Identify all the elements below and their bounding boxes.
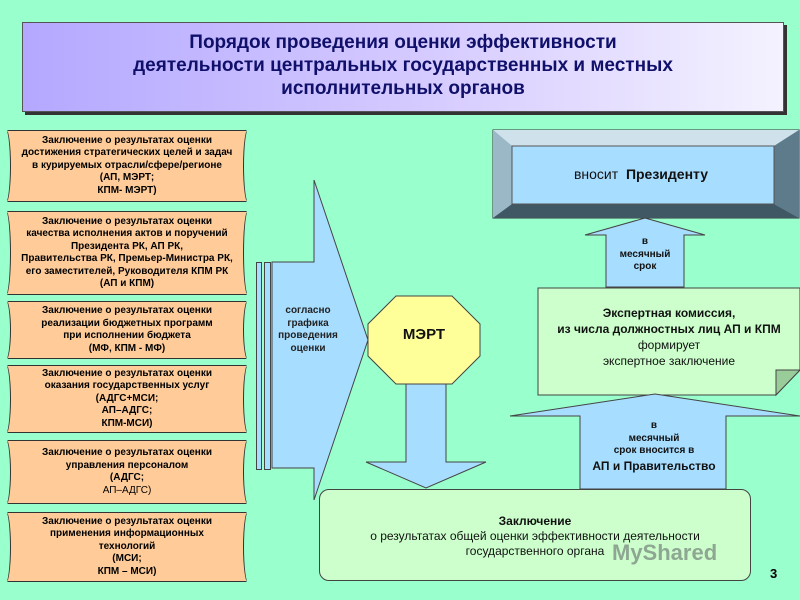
- box-text: оказания государственных услуг: [44, 380, 210, 392]
- down-arrow: [365, 381, 487, 489]
- up-arrow-top-label: в месячный срок: [619, 236, 671, 272]
- box-text: применения информационных: [50, 528, 204, 540]
- box-text: (АДГС;: [109, 472, 145, 483]
- president-bevel-top: [493, 130, 799, 146]
- general-conclusion-box: Заключение о результатах общей оценки эф…: [319, 489, 751, 581]
- title-line-2: деятельности центральных государственных…: [133, 55, 673, 76]
- arrow-stripe: [256, 262, 262, 470]
- conclusion-public-services: Заключение о результатах оценки оказания…: [0, 363, 254, 435]
- box-text: КПМ- МЭРТ): [97, 184, 157, 196]
- box-text: Заключение о результатах оценки: [42, 447, 212, 458]
- box-text: его заместителей, Руководителя КПМ РК: [25, 265, 229, 277]
- box-text: (АДГС+МСИ;: [95, 392, 159, 404]
- box-text: Заключение о результатах оценки: [42, 305, 212, 316]
- merkt-octagon: [367, 295, 481, 385]
- box-text: (МФ, КПМ - МФ): [88, 342, 166, 354]
- conclusion-acts-execution: Заключение о результатах оценки качества…: [0, 209, 254, 297]
- box-text: Правительства РК, Премьер-Министра РК,: [21, 253, 233, 264]
- conclusion-strategic-goals: Заключение о результатах оценки достижен…: [0, 128, 254, 204]
- box-text: АП–АДГС;: [101, 405, 153, 417]
- schedule-arrow-label: согласно графика проведения оценки: [278, 305, 338, 354]
- box-text: при исполнении бюджета: [63, 330, 191, 341]
- box-text: Заключение о результатах оценки: [42, 515, 212, 527]
- conclusion-personnel: Заключение о результатах оценки управлен…: [0, 438, 254, 506]
- title-line-1: Порядок проведения оценки эффективности: [189, 32, 617, 53]
- box-text: КПМ – МСИ): [97, 565, 157, 577]
- box-text: Заключение о результатах оценки: [42, 134, 212, 146]
- box-text: Заключение о результатах оценки: [42, 215, 212, 227]
- box-text: КПМ-МСИ): [101, 417, 153, 429]
- box-text: Президента РК, АП РК,: [70, 240, 184, 252]
- up-arrow-bottom-label: в месячный срок вносится в АП и Правител…: [592, 420, 716, 473]
- box-text: достижения стратегических целей и задач: [21, 147, 233, 159]
- box-text: (АП и КПМ): [99, 278, 155, 289]
- title-banner: Порядок проведения оценки эффективности …: [22, 22, 784, 112]
- title-line-3: исполнительных органов: [281, 78, 525, 99]
- page-number: 3: [770, 566, 778, 581]
- box-text: Заключение о результатах оценки: [42, 367, 212, 379]
- schedule-arrow: [271, 179, 369, 501]
- box-text: в курируемых отрасли/сфере/регионе: [32, 159, 222, 171]
- president-bevel-right: [774, 130, 799, 218]
- box-text: АП–АДГС): [102, 484, 152, 496]
- arrow-stripe: [264, 262, 271, 470]
- box-text: реализации бюджетных программ: [41, 317, 213, 329]
- merkt-label: МЭРТ: [402, 326, 446, 343]
- box-text: технологий: [98, 540, 156, 552]
- box-text: качества исполнения актов и поручений: [26, 228, 228, 239]
- watermark-logo: MyShared: [612, 540, 718, 565]
- president-bevel-bottom: [493, 204, 799, 218]
- conclusion-budget-programs: Заключение о результатах оценки реализац…: [0, 299, 254, 361]
- expert-note-fold: [775, 369, 800, 397]
- page-title: Порядок проведения оценки эффективности …: [23, 31, 783, 100]
- box-text: (МСИ;: [112, 553, 142, 565]
- box-text: (АП, МЭРТ;: [99, 172, 155, 184]
- up-arrow-top: [584, 217, 706, 288]
- president-label: вносит Президенту: [573, 166, 709, 182]
- box-text: управления персоналом: [65, 459, 189, 471]
- president-box-inner: [511, 145, 775, 205]
- conclusion-it-usage: Заключение о результатах оценки применен…: [0, 510, 254, 584]
- president-bevel-left: [493, 130, 512, 218]
- expert-commission-text: Экспертная комиссия, из числа должностны…: [557, 306, 781, 368]
